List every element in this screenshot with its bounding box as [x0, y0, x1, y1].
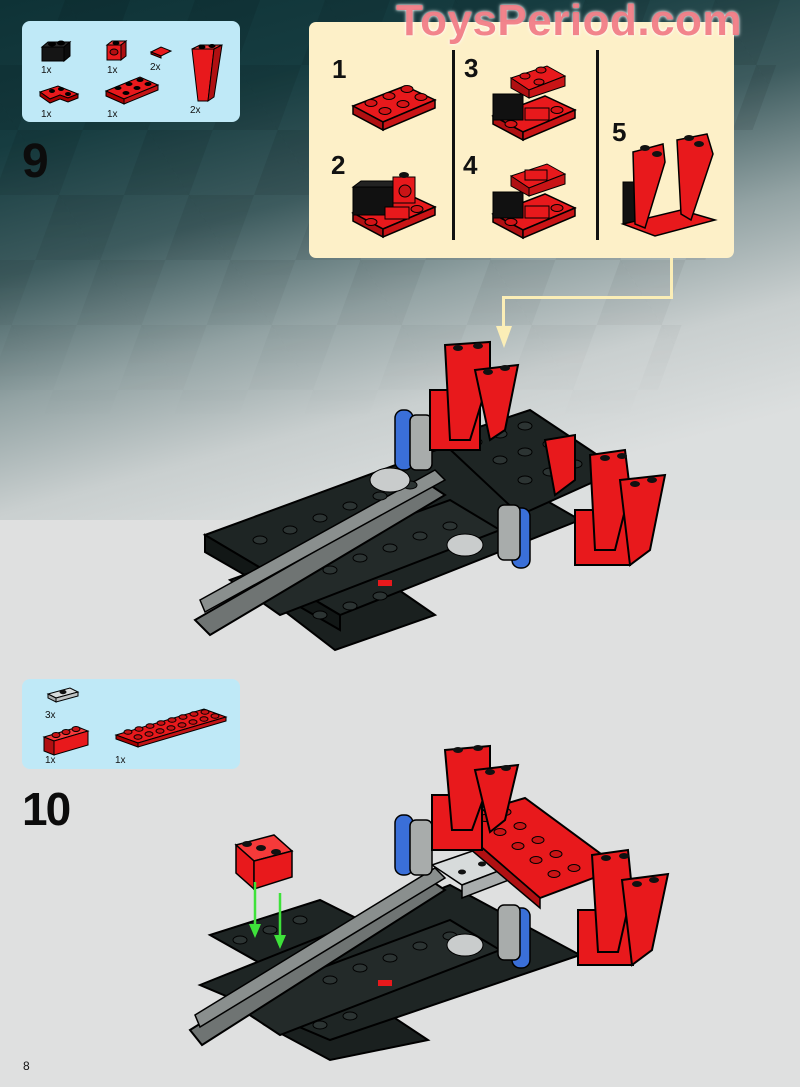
- qty-label: 1x: [107, 65, 118, 76]
- divider: [596, 50, 599, 240]
- red-plate-2x8-icon: [114, 708, 228, 748]
- new-red-brick-1x3: [234, 834, 294, 891]
- step-9-parts-list: 1x 1x 2x 2x 1x 1x: [22, 21, 240, 122]
- qty-label: 2x: [190, 105, 201, 116]
- qty-label: 1x: [41, 65, 52, 76]
- watermark: ToysPeriod.com: [396, 0, 743, 45]
- page-number: 8: [23, 1059, 30, 1073]
- red-brick-1x3-icon: [42, 726, 90, 756]
- substep-number: 3: [464, 53, 479, 83]
- qty-label: 2x: [150, 62, 161, 73]
- qty-label: 1x: [115, 755, 126, 766]
- red-corner-plate-icon: [38, 85, 80, 104]
- substep-number: 1: [332, 54, 347, 84]
- green-down-arrow-icon: [249, 882, 261, 938]
- callout-arrow-icon: [496, 326, 512, 348]
- black-grille-brick-icon: [40, 40, 72, 63]
- substep-number: 2: [331, 150, 346, 180]
- step-number-10: 10: [22, 783, 71, 835]
- step-10-parts-list: 3x 1x 1x: [22, 679, 240, 769]
- substep-4-model-icon: [491, 163, 577, 240]
- callout-connector: [502, 296, 505, 330]
- red-technic-brick-icon: [105, 39, 128, 62]
- qty-label: 1x: [41, 109, 52, 120]
- green-down-arrow-icon: [274, 893, 286, 949]
- substep-2-model-icon: [351, 172, 437, 239]
- callout-connector: [502, 296, 673, 299]
- substep-5-model-icon: [620, 133, 718, 237]
- callout-connector: [670, 258, 673, 298]
- step-9-model-illustration: [193, 340, 667, 652]
- red-inverted-slope-icon: [191, 44, 223, 103]
- qty-label: 1x: [107, 109, 118, 120]
- subassembly-callout: 1 2 3 4 5: [309, 22, 734, 258]
- step-number-9: 9: [22, 135, 49, 188]
- divider: [452, 50, 455, 240]
- red-tile-icon: [149, 46, 173, 59]
- substep-3-model-icon: [491, 65, 577, 142]
- substep-number: 4: [463, 150, 478, 180]
- qty-label: 1x: [45, 755, 56, 766]
- substep-number: 5: [612, 117, 627, 147]
- light-gray-jumper-plate-icon: [46, 687, 80, 703]
- red-plate-2x3-icon: [104, 76, 160, 105]
- qty-label: 3x: [45, 710, 56, 721]
- substep-1-model-icon: [351, 85, 437, 132]
- step-10-model-illustration: [188, 744, 670, 1062]
